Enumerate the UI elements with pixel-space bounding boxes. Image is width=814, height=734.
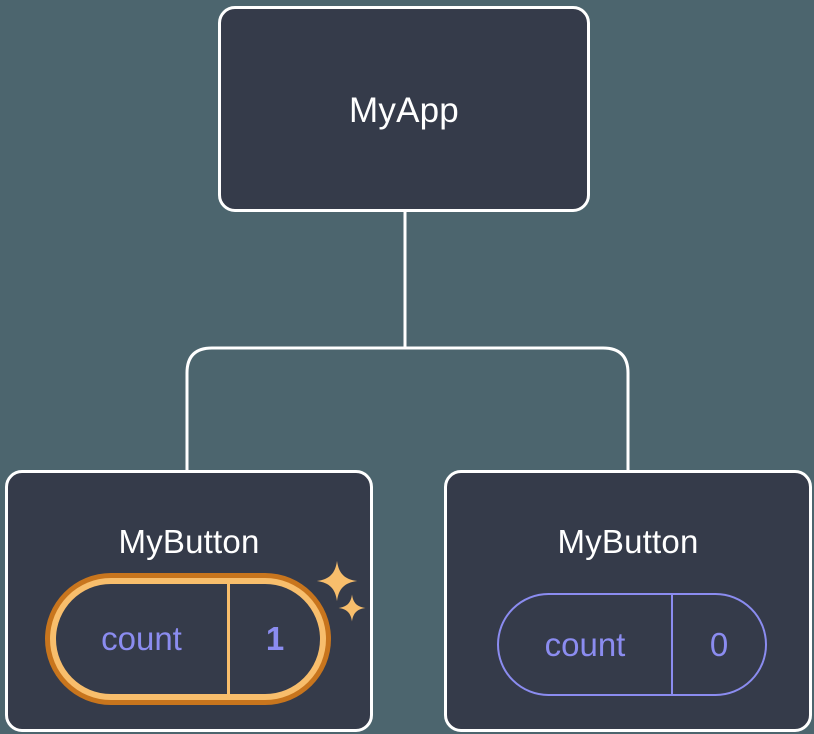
node-myapp[interactable]: MyApp xyxy=(218,6,590,212)
node-mybutton-left-title: MyButton xyxy=(118,523,260,560)
state-pill-plain[interactable]: count 0 xyxy=(497,593,767,696)
node-mybutton-right[interactable]: MyButton count 0 xyxy=(444,470,812,732)
connector-branch xyxy=(185,346,630,470)
state-pill-value: 0 xyxy=(709,625,729,663)
state-pill-inner-ring: count 1 xyxy=(50,578,326,700)
node-mybutton-right-title: MyButton xyxy=(557,523,699,560)
state-pill-face: count 1 xyxy=(56,584,320,694)
node-myapp-title: MyApp xyxy=(349,91,459,130)
state-pill-value: 1 xyxy=(265,620,285,657)
state-pill-key: count xyxy=(56,584,230,694)
state-pill-highlighted[interactable]: count 1 xyxy=(45,573,331,705)
state-pill-key: count xyxy=(499,595,673,694)
node-mybutton-left[interactable]: MyButton count 1 xyxy=(5,470,373,732)
